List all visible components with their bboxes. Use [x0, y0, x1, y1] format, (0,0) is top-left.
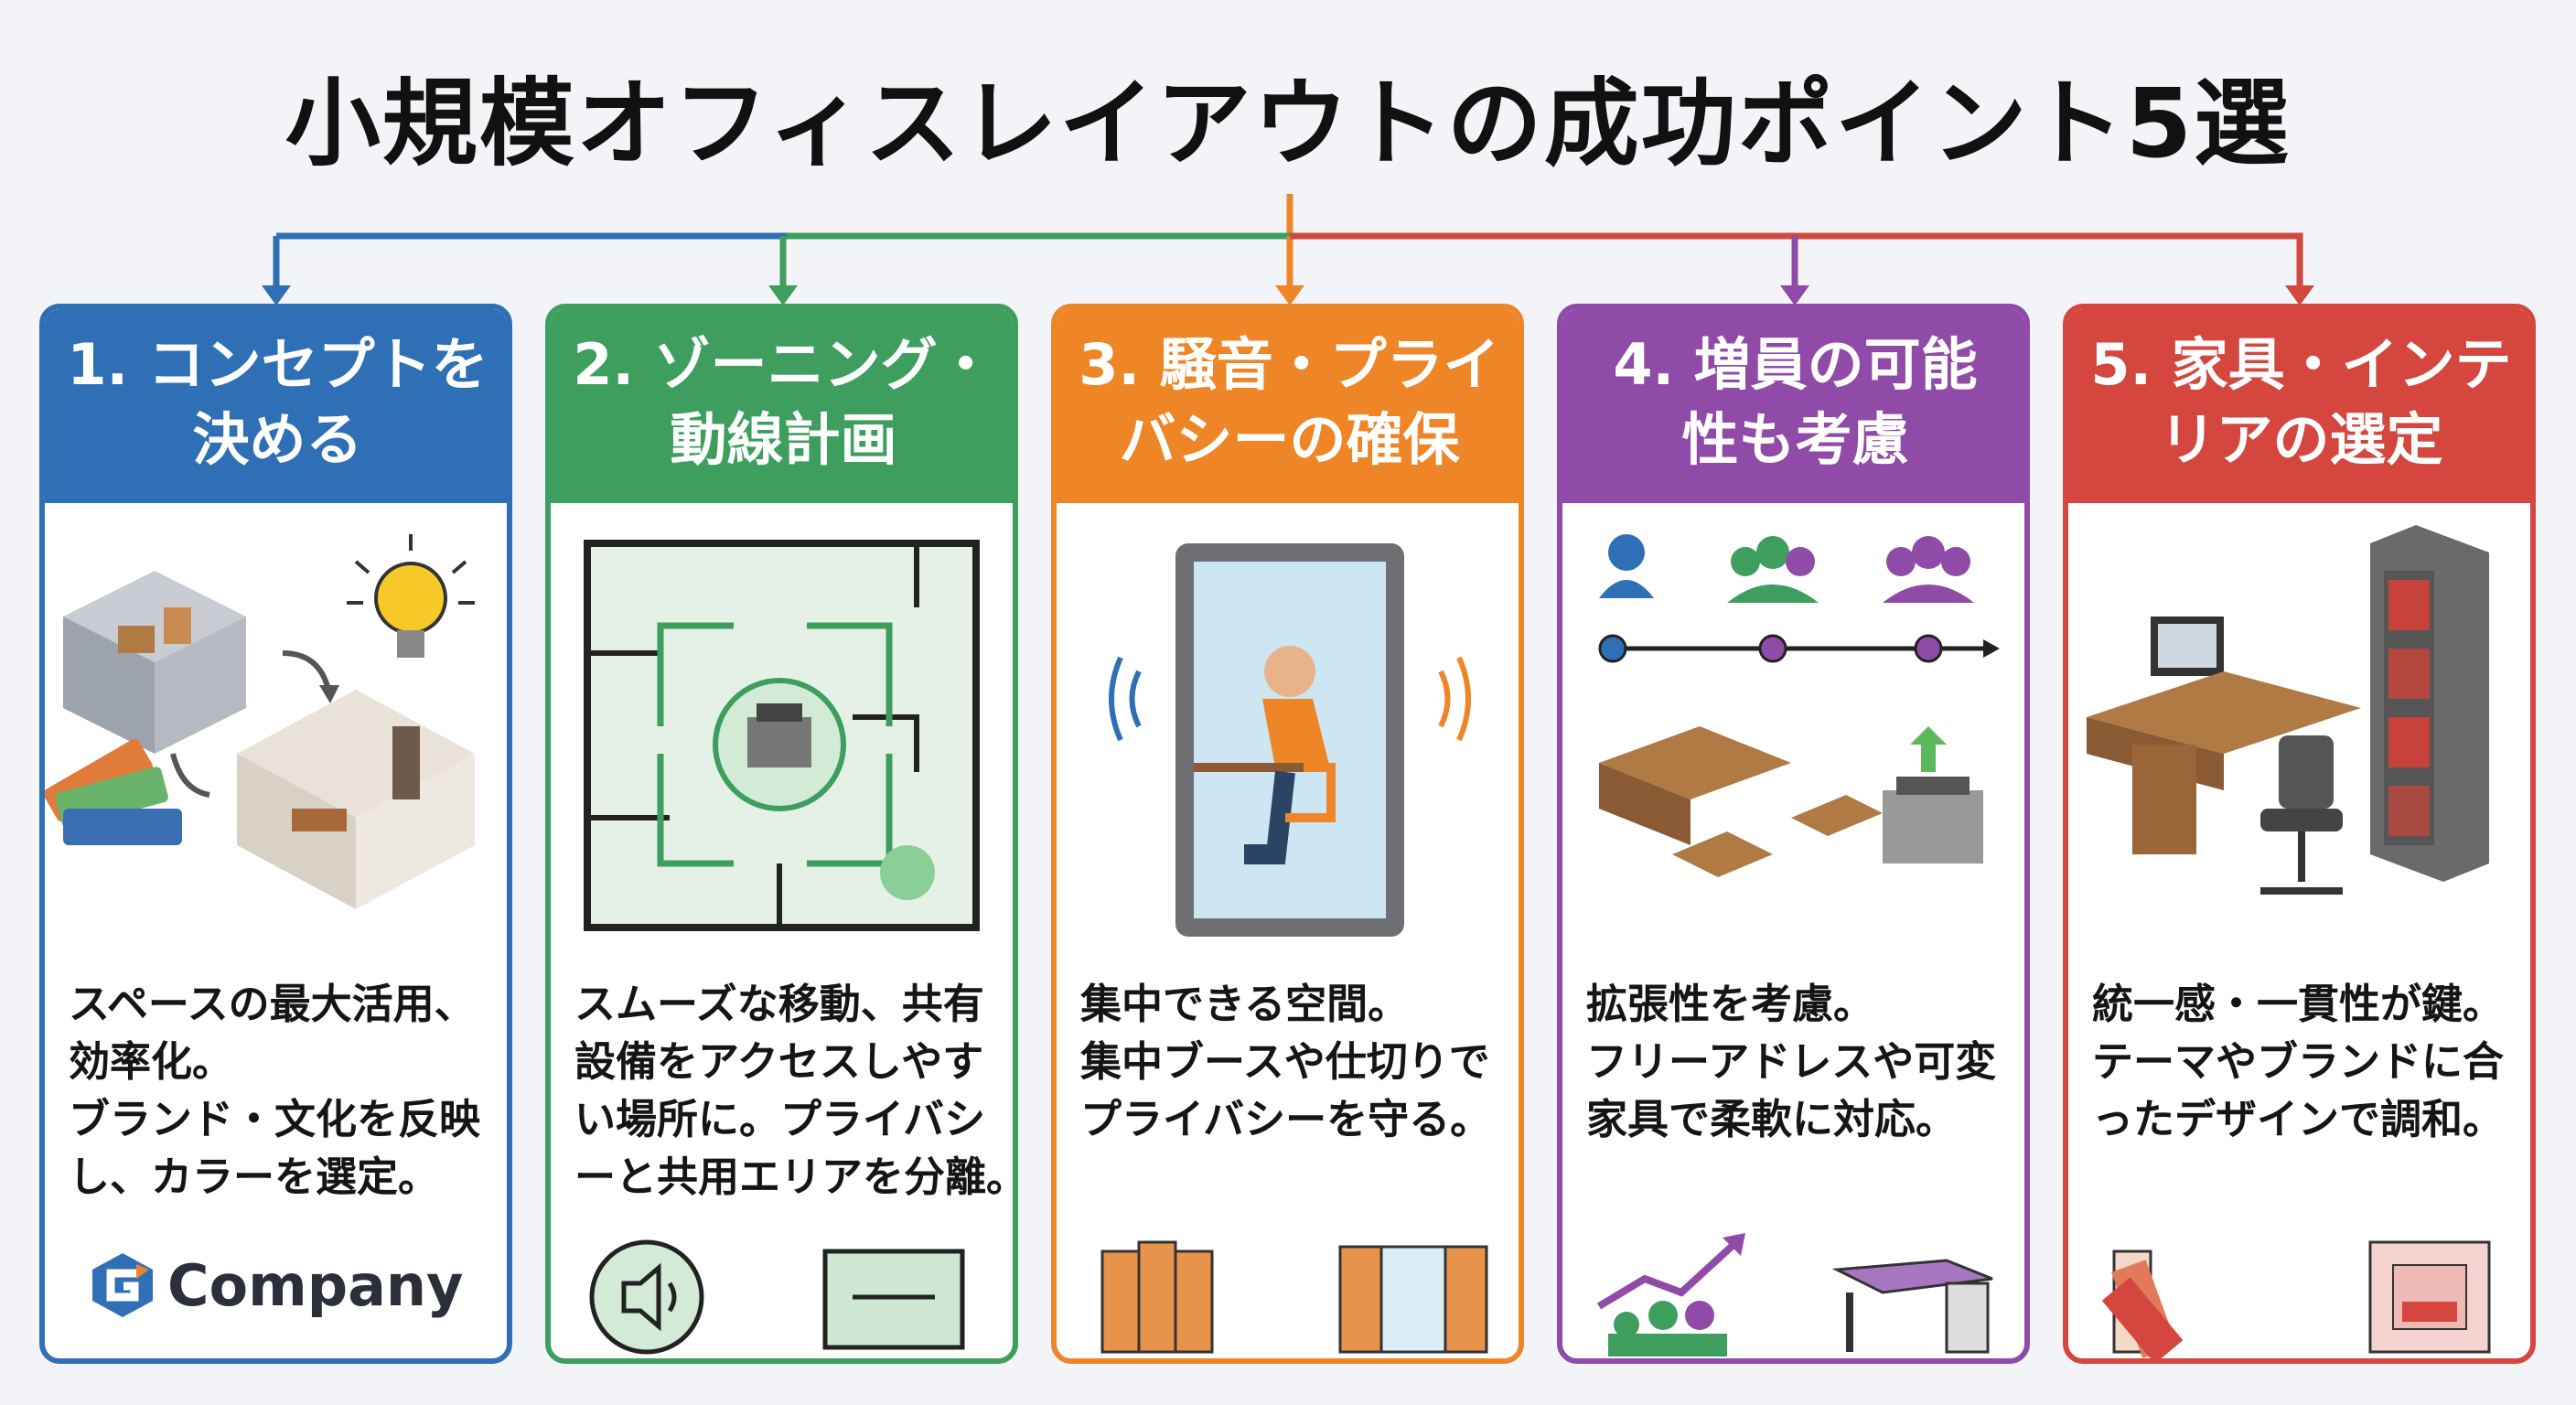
card-description: スペースの最大活用、 効率化。 ブランド・文化を反映 し、カラーを選定。	[69, 975, 499, 1206]
connector-lines	[262, 194, 2314, 306]
card-expansion: 4. 増員の可能 性も考慮 拡張性を考慮。 フリーアドレスや可変 家具で柔軟に対…	[1557, 304, 2030, 1364]
card-description: 統一感・一貫性が鍵。 テーマやブランドに合 ったデザインで調和。	[2092, 975, 2522, 1148]
sound-wave-icon	[1109, 656, 1142, 742]
text-line: し、カラーを選定。	[69, 1153, 440, 1201]
heading-line: 3. 騒音・プライ	[1079, 331, 1500, 398]
text-line: 家具で柔軟に対応。	[1586, 1095, 1958, 1143]
color-swatch-icon	[2101, 1249, 2184, 1358]
text-line: 設備をアクセスしやす	[574, 1037, 984, 1086]
heading-line: 1. コンセプトを	[67, 331, 488, 398]
lightbulb-icon	[347, 534, 475, 658]
page-title: 小規模オフィスレイアウトの成功ポイント5選	[284, 68, 2292, 179]
desk-icon	[1599, 726, 1883, 877]
printer-icon	[747, 703, 811, 767]
card-description: 集中できる空間。 集中ブースや仕切りで プライバシーを守る。	[1080, 975, 1510, 1148]
text-line: ブランド・文化を反映	[69, 1095, 481, 1143]
heading-line: 5. 家具・インテ	[2090, 331, 2512, 398]
bottom-icons	[589, 1239, 965, 1355]
text-line: テーマやブランドに合	[2092, 1037, 2505, 1086]
growth-illustration	[1598, 534, 2000, 877]
company-logo: Company	[91, 1251, 463, 1319]
growth-chart-icon	[1596, 1233, 1745, 1357]
company-logo-text: Company	[167, 1251, 464, 1319]
card-heading: 3. 騒音・プライ バシーの確保	[1057, 309, 1519, 503]
color-swatch-icon	[45, 738, 182, 845]
text-line: 集中できる空間。	[1080, 980, 1410, 1028]
heading-line: 決める	[192, 406, 363, 473]
folding-partition-icon	[1338, 1245, 1488, 1354]
card-description: 拡張性を考慮。 フリーアドレスや可変 家具で柔軟に対応。	[1586, 975, 2016, 1148]
card-description: スムーズな移動、共有 設備をアクセスしやす い場所に。プライバシ ーと共用エリア…	[574, 975, 1018, 1206]
heading-line: 性も考慮	[1681, 406, 1909, 473]
partition-screen-icon	[1100, 1240, 1214, 1354]
people-icon	[1599, 534, 1974, 603]
text-line: ったデザインで調和。	[2092, 1095, 2505, 1143]
room-expand-icon	[822, 1249, 965, 1350]
bottom-icons	[1100, 1240, 1488, 1354]
card-concept: 1. コンセプトを 決める スペースの最大活用、 効率化。 ブランド・文化を反映…	[39, 304, 512, 1364]
room-interior-icon	[2368, 1240, 2491, 1354]
heading-line: バシーの確保	[1119, 406, 1460, 473]
card-heading: 4. 増員の可能 性も考慮	[1562, 309, 2024, 503]
text-line: 統一感・一貫性が鍵。	[2092, 980, 2505, 1028]
text-line: 拡張性を考慮。	[1586, 980, 1875, 1028]
text-line: 集中ブースや仕切りで	[1080, 1037, 1490, 1086]
text-line: フリーアドレスや可変	[1586, 1037, 1997, 1086]
text-line: 効率化。	[69, 1037, 234, 1086]
adjustable-desk-icon	[1831, 1259, 1993, 1354]
furniture-illustration	[2087, 525, 2489, 895]
office-chair-icon	[2260, 735, 2343, 895]
card-furniture: 5. 家具・インテ リアの選定 統一感・一貫性が鍵。 テーマやブランドに合 った…	[2063, 304, 2536, 1364]
text-line: ーと共用エリアを分離。	[574, 1153, 1018, 1201]
card-heading: 5. 家具・インテ リアの選定	[2068, 309, 2530, 503]
phone-booth-illustration	[1109, 543, 1471, 937]
company-logo-icon	[92, 1253, 153, 1317]
speaker-icon	[589, 1239, 704, 1355]
card-zoning: 2. ゾーニング・ 動線計画 スムーズな移動、共有 設備をアクセスしやす い場所…	[545, 304, 1018, 1364]
bottom-icons	[2101, 1240, 2491, 1358]
text-line: い場所に。プライバシ	[574, 1095, 986, 1143]
heading-line: 動線計画	[670, 406, 897, 473]
heading-line: 2. ゾーニング・	[573, 331, 994, 398]
text-line: スムーズな移動、共有	[574, 980, 984, 1028]
text-line: プライバシーを守る。	[1080, 1095, 1492, 1143]
card-heading: 2. ゾーニング・ 動線計画	[551, 309, 1013, 503]
text-line: スペースの最大活用、	[69, 980, 476, 1028]
heading-line: 4. 増員の可能	[1613, 331, 1978, 398]
card-noise-privacy: 3. 騒音・プライ バシーの確保 集中できる空間。 集中ブースや仕切りで プライ…	[1051, 304, 1524, 1364]
sound-wave-icon	[1438, 656, 1471, 742]
office-concept-illustration	[45, 534, 475, 909]
printer-icon	[1883, 777, 1983, 863]
bookshelf-icon	[2370, 525, 2489, 882]
heading-line: リアの選定	[2159, 406, 2443, 473]
card-heading: 1. コンセプトを 決める	[45, 309, 507, 503]
floor-plan-illustration	[584, 540, 980, 931]
bottom-icons	[1596, 1233, 1993, 1357]
computer-desk-icon	[2087, 617, 2361, 854]
